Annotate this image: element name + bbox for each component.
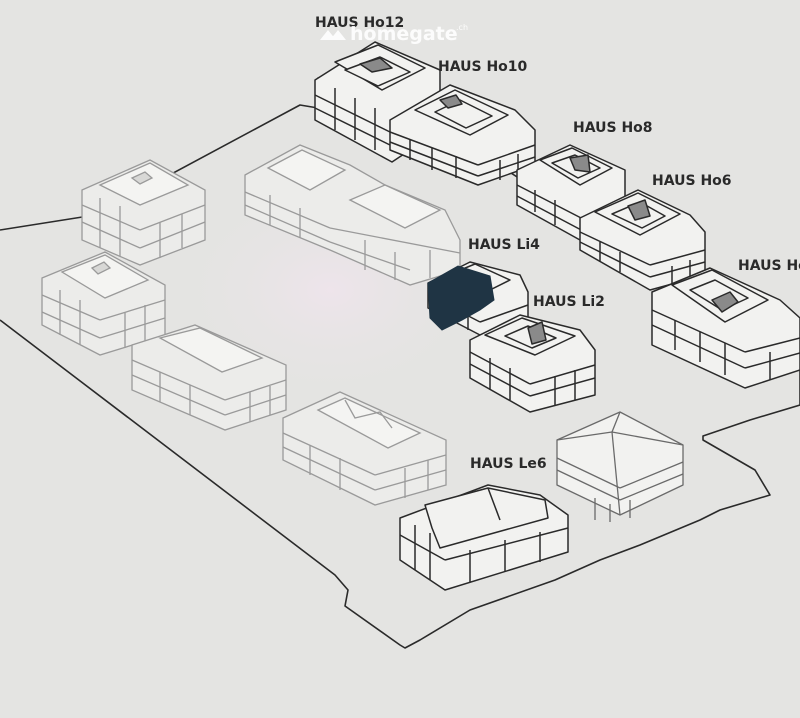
building-ho8[interactable] (516, 144, 626, 241)
label-ho10: HAUS Ho10 (438, 59, 528, 75)
building-faded-a (81, 159, 206, 266)
building-ho10[interactable] (389, 84, 536, 186)
building-unlabeled (556, 411, 684, 522)
label-le6: HAUS Le6 (470, 456, 547, 472)
building-ho6[interactable] (579, 189, 706, 291)
watermark-suffix: .ch (456, 23, 468, 32)
label-ho6: HAUS Ho6 (652, 173, 732, 189)
building-faded-d (282, 391, 447, 506)
building-le6[interactable] (399, 484, 569, 591)
label-li2: HAUS Li2 (533, 294, 605, 310)
highlighted-unit[interactable] (427, 265, 495, 331)
label-ho8: HAUS Ho8 (573, 120, 653, 136)
watermark-brand: homegate (350, 23, 458, 45)
building-faded-c (131, 324, 287, 431)
building-ho4[interactable] (651, 267, 800, 389)
building-faded-e (244, 144, 461, 286)
building-ho12[interactable] (314, 41, 441, 163)
building-faded-b (41, 251, 166, 356)
label-ho12: HAUS Ho12 (315, 15, 404, 31)
watermark: homegate .ch (320, 23, 468, 45)
label-li4: HAUS Li4 (468, 237, 540, 253)
homegate-logo-icon (320, 30, 346, 40)
building-li2[interactable] (469, 314, 596, 413)
label-ho4: HAUS Ho4 (738, 258, 800, 274)
